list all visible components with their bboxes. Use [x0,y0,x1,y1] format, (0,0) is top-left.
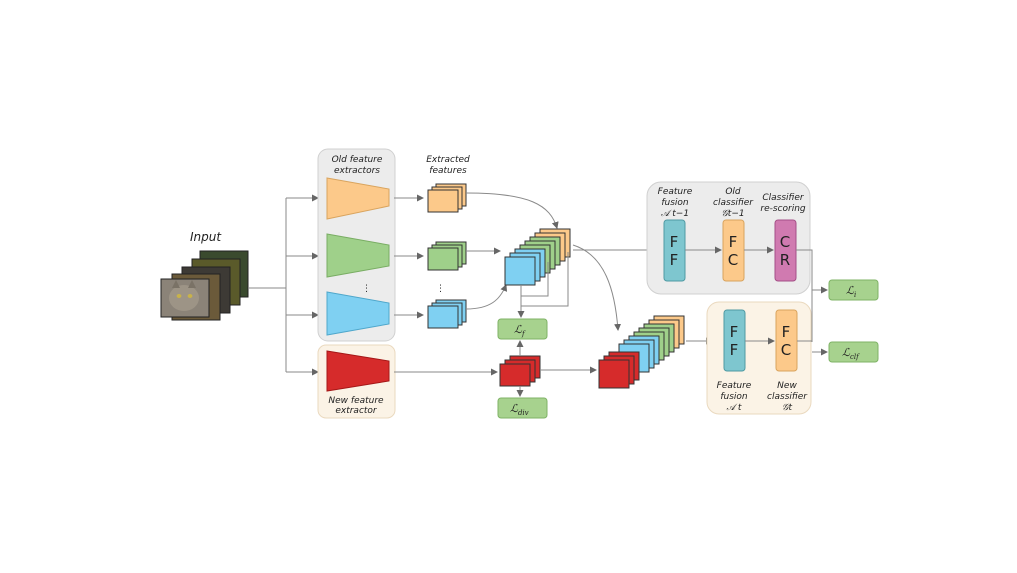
old-fc-text-1: F [729,233,738,251]
new-classifier-label-1: New [777,381,797,391]
old-classifier-label-2: classifier [713,198,754,208]
rescoring-label-2: re-scoring [760,204,806,214]
concatenated-old-features [504,228,571,286]
upper-ff-text-2: F [670,251,679,269]
loss-lf-box [497,318,548,340]
loss-li-box [828,279,879,301]
loss-lclf: ℒclf [842,346,860,361]
old-classifier-label-3: 𝒢t−1 [721,209,744,219]
loss-li: ℒi [846,284,856,299]
extracted-label-1: Extracted [426,155,470,165]
loss-lclf-box [828,341,879,363]
new-fc-text-1: F [782,323,791,341]
extracted-feature-blue [427,299,467,329]
upper-ff-label-3: 𝒜 t−1 [661,209,689,219]
old-extractor-orange [326,177,390,220]
upper-ff-label-1: Feature [658,187,693,197]
new-extractor-label-1: New feature [328,396,384,406]
new-extractor-label-2: extractor [335,406,378,416]
loss-ldiv-box [497,397,548,419]
loss-ldiv: ℒdiv [510,402,529,417]
old-extractors-dots: ⋮ [362,284,371,294]
extracted-dots: ⋮ [436,284,445,294]
rescoring-label-1: Classifier [762,193,805,203]
input-label: Input [190,230,222,244]
new-classifier-label-3: 𝒢t [782,403,792,413]
old-extractors-title-2: extractors [334,166,380,176]
loss-lf: ℒf [514,323,526,338]
extracted-feature-green [427,241,467,271]
lower-ff-label-1: Feature [717,381,752,391]
extracted-label-2: features [429,166,467,176]
new-extracted-feature-red [499,355,541,387]
upper-ff-label-2: fusion [661,198,689,208]
new-extractor-red [326,350,390,392]
input-image-stack [160,250,249,321]
concatenated-all-features [598,315,685,389]
upper-ff-text-1: F [670,233,679,251]
cr-text-2: R [780,251,790,269]
new-classifier-label-2: classifier [767,392,808,402]
new-fc-text-2: C [781,341,791,359]
old-extractors-title-1: Old feature [332,155,383,165]
old-extractor-blue [326,291,390,336]
old-classifier-label-1: Old [725,187,741,197]
lower-ff-label-2: fusion [720,392,748,402]
extracted-feature-orange [427,183,467,213]
old-fc-text-2: C [728,251,738,269]
cr-text-1: C [780,233,790,251]
old-extractor-green [326,233,390,278]
lower-ff-text-2: F [730,341,739,359]
lower-ff-label-3: 𝒜 t [727,403,742,413]
lower-ff-text-1: F [730,323,739,341]
